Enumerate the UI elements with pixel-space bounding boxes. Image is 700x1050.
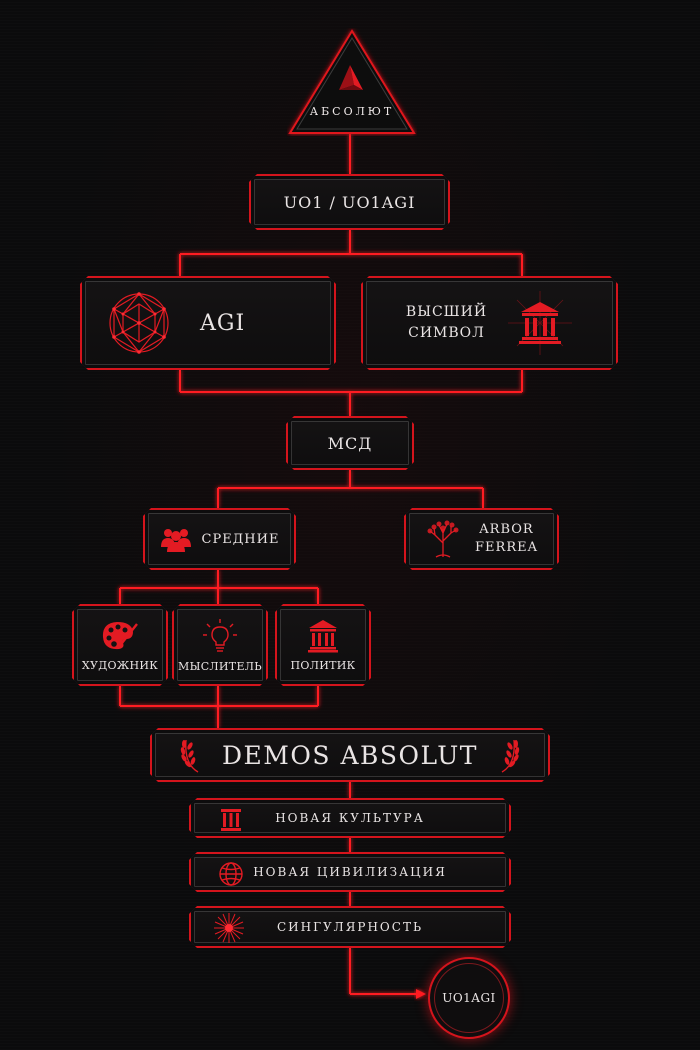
singularity-label: СИНГУЛЯРНОСТЬ [276,920,424,934]
thinker-label: МЫСЛИТЕЛЬ [178,659,262,673]
new-civilization-label: НОВАЯ ЦИВИЛИЗАЦИЯ [253,865,447,879]
column-building-icon [307,619,339,653]
new-civilization-node[interactable]: НОВАЯ ЦИВИЛИЗАЦИЯ [189,852,511,892]
msd-label: МСД [327,433,373,453]
column-icon [219,808,243,832]
pyramid-icon [339,65,363,90]
temple-icon [507,290,573,356]
uo1-node[interactable]: UO1 / UO1AGI [249,174,450,230]
politician-node[interactable]: ПОЛИТИК [275,604,371,686]
new-culture-label: НОВАЯ КУЛЬТУРА [275,811,425,825]
laurel-left-icon [180,736,202,774]
people-icon [160,525,192,553]
uo1-label: UO1 / UO1AGI [283,192,416,212]
demos-node[interactable]: DEMOS ABSOLUT [150,728,550,782]
lightbulb-icon [202,618,238,654]
geodesic-sphere-icon [106,290,172,356]
agi-label: AGI [200,310,246,336]
thinker-node[interactable]: МЫСЛИТЕЛЬ [172,604,268,686]
arbor-label-line1: ARBOR [479,522,534,537]
uo1agi-label: UO1AGI [442,991,496,1005]
politician-label: ПОЛИТИК [290,658,356,672]
uo1agi-node[interactable]: UO1AGI [428,957,510,1039]
agi-node[interactable]: AGI [80,276,336,370]
supreme-symbol-label-line1: ВЫСШИЙ [405,304,488,320]
supreme-symbol-label-line2: СИМВОЛ [408,325,485,341]
tree-icon [425,519,461,559]
artist-node[interactable]: ХУДОЖНИК [72,604,168,686]
middles-label: СРЕДНИЕ [201,531,280,547]
supreme-symbol-label: ВЫСШИЙ СИМВОЛ [406,302,487,344]
new-culture-node[interactable]: НОВАЯ КУЛЬТУРА [189,798,511,838]
palette-icon [100,619,140,653]
absolut-label: АБСОЛЮТ [309,105,395,118]
demos-label: DEMOS ABSOLUT [222,740,478,770]
msd-node[interactable]: МСД [286,416,414,470]
supreme-symbol-node[interactable]: ВЫСШИЙ СИМВОЛ [361,276,618,370]
absolut-triangle [288,29,416,134]
arbor-label: ARBOR FERREA [475,521,538,557]
starburst-icon [213,912,245,944]
arbor-node[interactable]: ARBOR FERREA [404,508,559,570]
globe-icon [218,861,244,887]
artist-label: ХУДОЖНИК [81,658,159,672]
singularity-node[interactable]: СИНГУЛЯРНОСТЬ [189,906,511,948]
arbor-label-line2: FERREA [475,540,538,555]
middles-node[interactable]: СРЕДНИЕ [143,508,296,570]
laurel-right-icon [498,736,520,774]
